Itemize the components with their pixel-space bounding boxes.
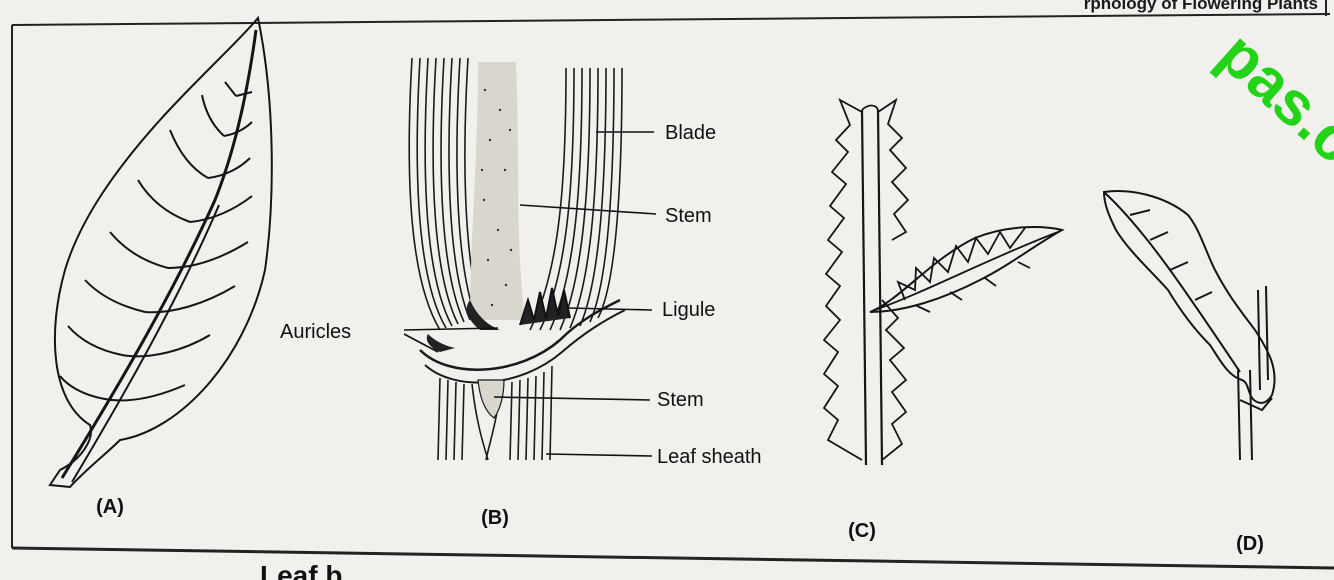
- label-leaf-sheath: Leaf sheath: [657, 446, 762, 468]
- caption-d: (D): [1236, 533, 1264, 555]
- footer-text: Leaf b: [260, 560, 342, 580]
- stem-stipple: [470, 62, 525, 320]
- label-stem-upper: Stem: [665, 205, 712, 227]
- caption-a: (A): [96, 496, 124, 518]
- label-auricles: Auricles: [280, 321, 351, 343]
- caption-c: (C): [848, 520, 876, 542]
- label-ligule: Ligule: [662, 299, 715, 321]
- label-stem-lower: Stem: [657, 389, 704, 411]
- label-blade: Blade: [665, 122, 716, 144]
- caption-b: (B): [481, 507, 509, 529]
- page-header: rphology of Flowering Plants: [1084, 0, 1318, 13]
